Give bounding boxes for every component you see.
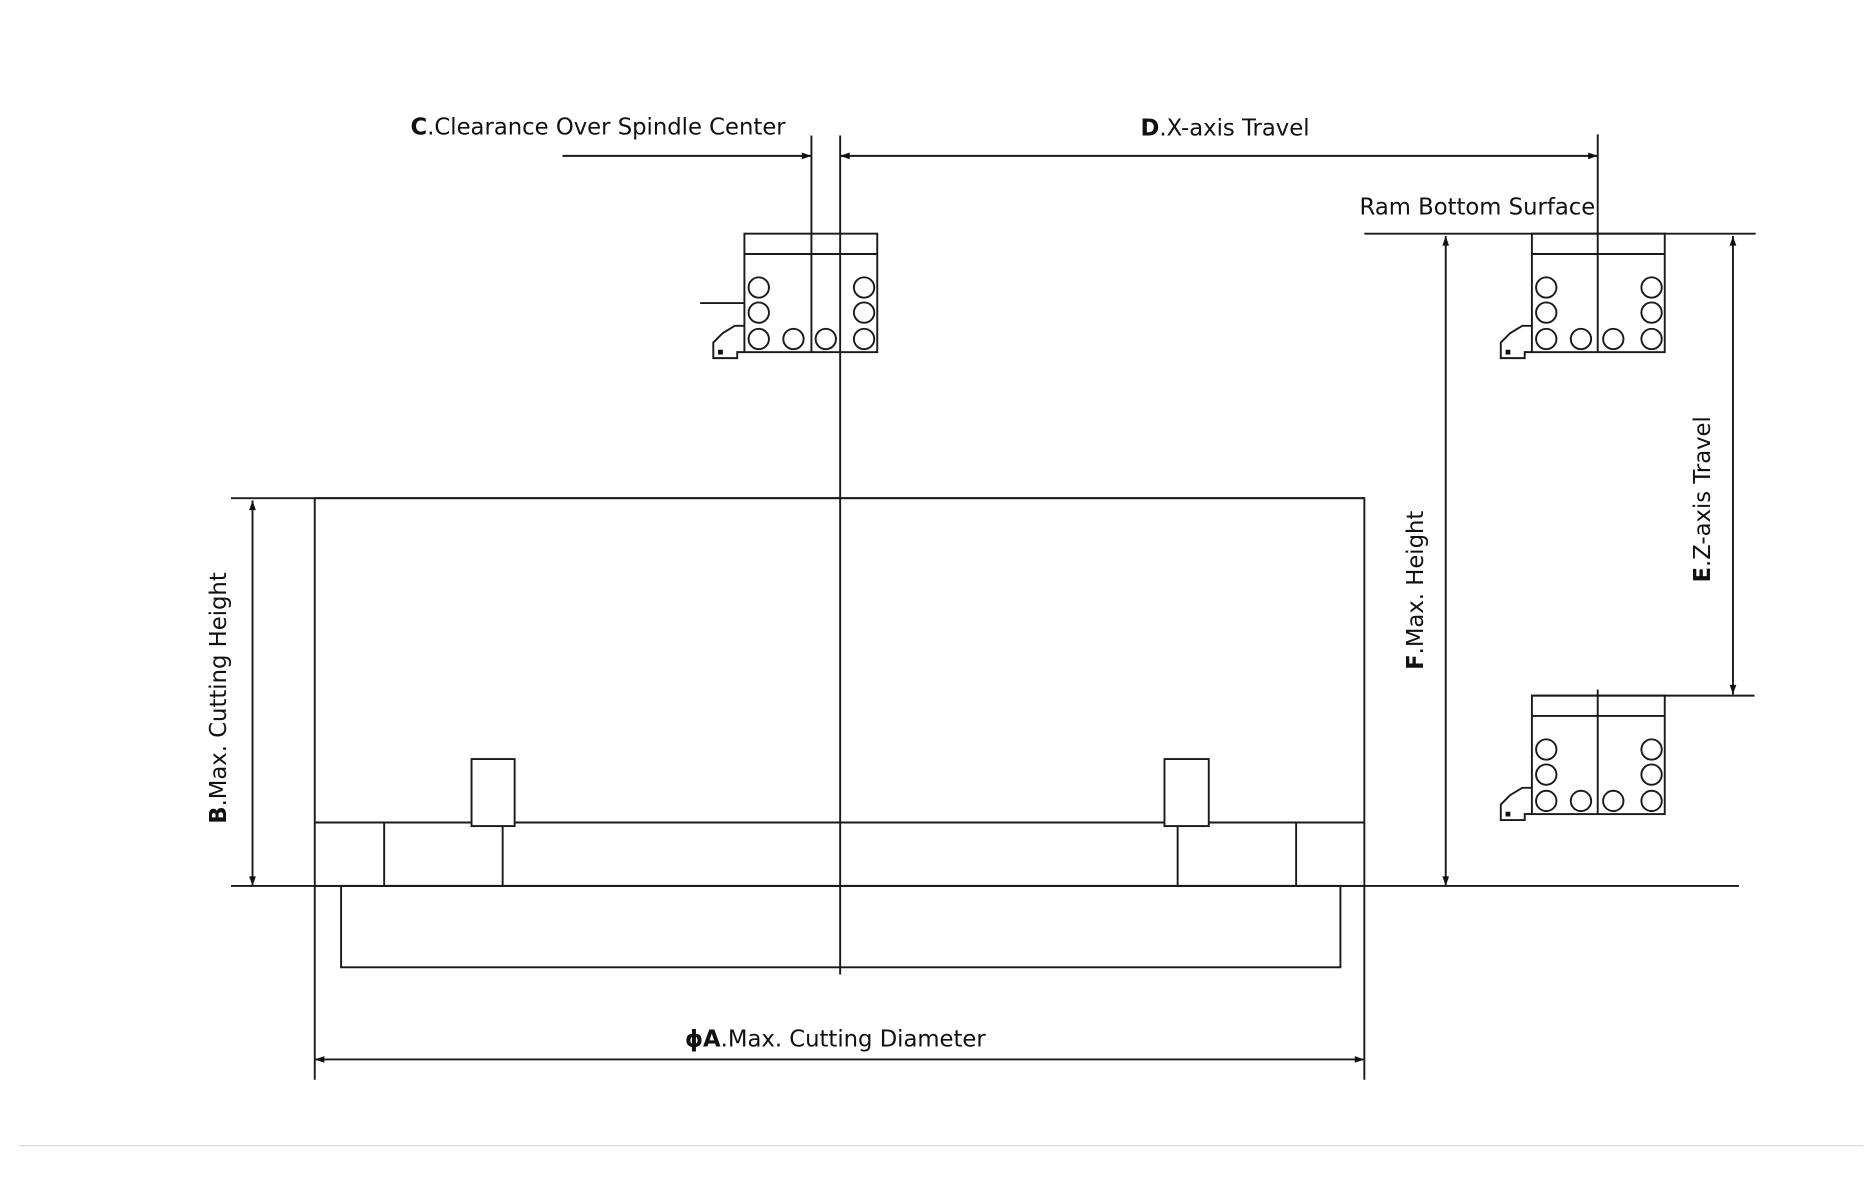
clamp-right bbox=[1163, 758, 1210, 828]
label-c: C.Clearance Over Spindle Center bbox=[411, 114, 787, 140]
tool-head-bottom-right bbox=[1499, 694, 1666, 822]
tool-head-left bbox=[712, 232, 879, 360]
label-ram-bottom-surface: Ram Bottom Surface bbox=[1360, 195, 1596, 221]
label-e: E.Z-axis Travel bbox=[1690, 416, 1716, 582]
machine-base bbox=[340, 884, 1342, 969]
tool-head-top-right bbox=[1499, 232, 1666, 360]
label-d: D.X-axis Travel bbox=[1141, 116, 1310, 142]
label-f: F.Max. Height bbox=[1403, 511, 1429, 670]
clamp-left bbox=[470, 758, 516, 828]
label-a: ϕA.Max. Cutting Diameter bbox=[685, 1026, 986, 1052]
label-b: B.Max. Cutting Height bbox=[206, 572, 232, 824]
